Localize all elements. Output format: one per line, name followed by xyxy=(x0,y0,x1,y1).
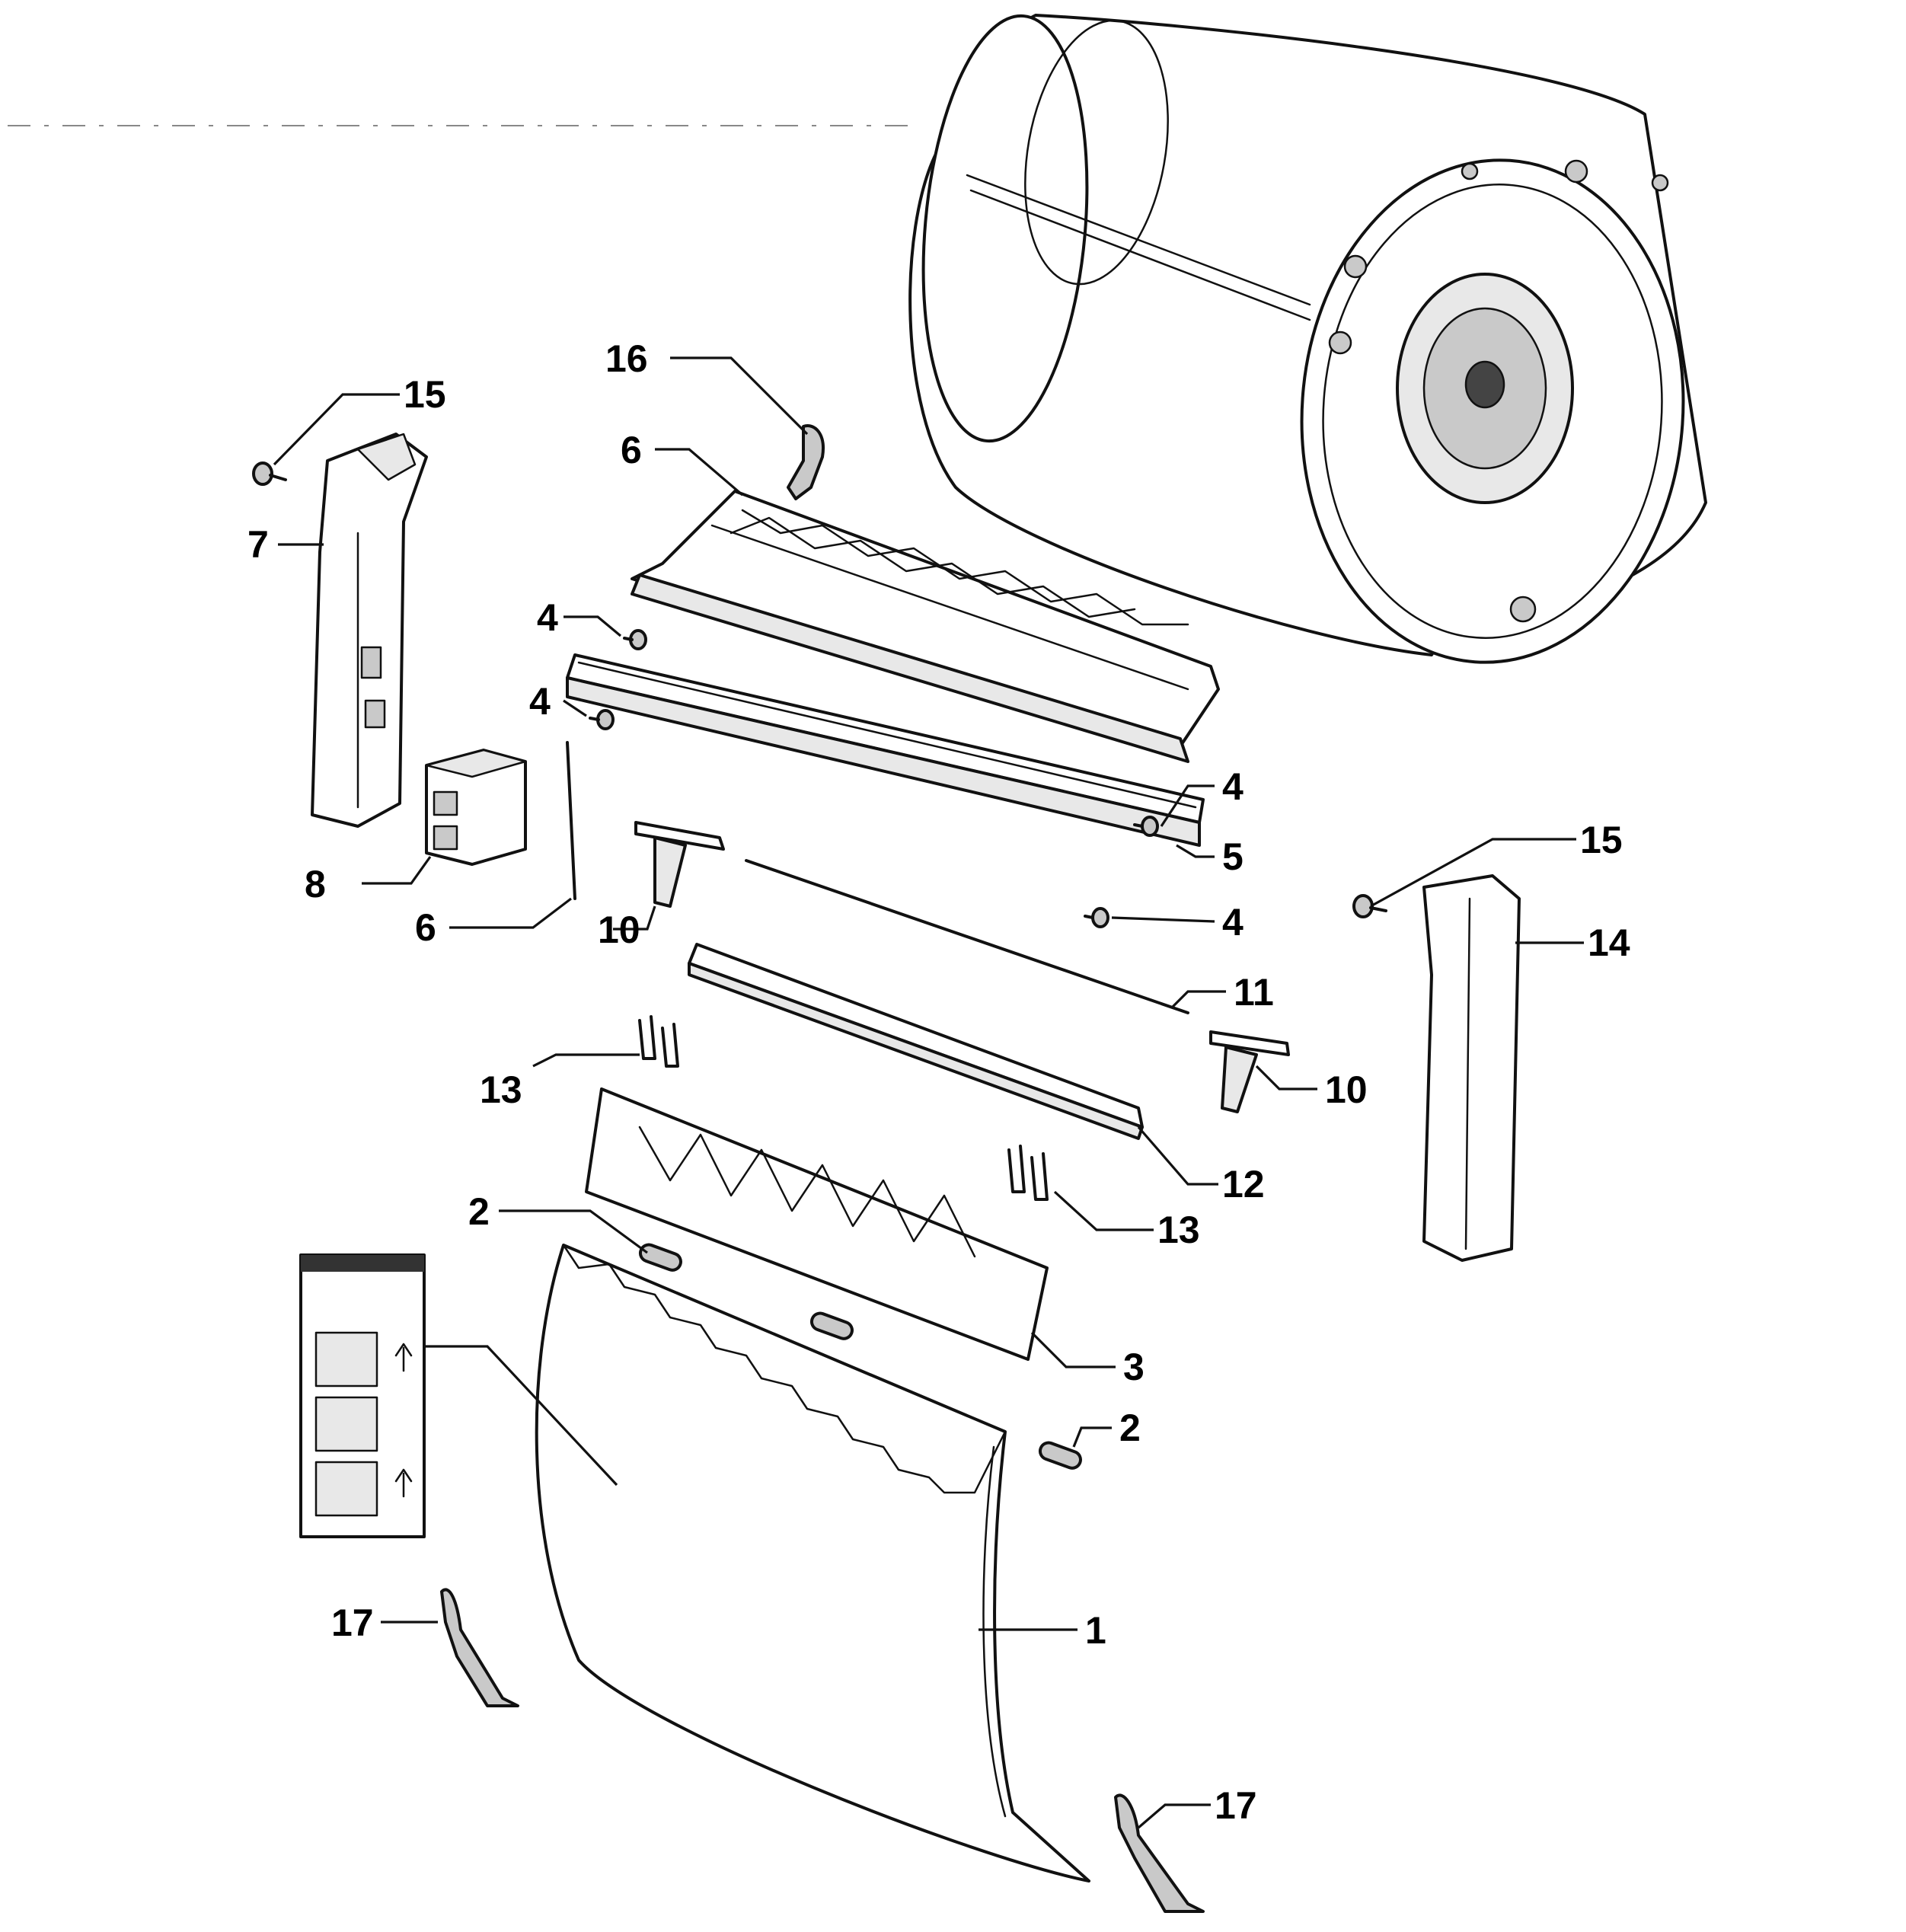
callout-2-upper: 2 xyxy=(468,1190,490,1233)
part-11-rod xyxy=(745,859,1189,1014)
part-2-pin-c xyxy=(1038,1441,1082,1470)
part-15-screw-right xyxy=(1352,894,1387,918)
part-6-rod xyxy=(566,741,576,900)
instruction-label-card xyxy=(299,1253,426,1538)
callout-6-lower: 6 xyxy=(415,906,436,949)
part-13-clip-right xyxy=(1007,1145,1049,1201)
callout-12: 12 xyxy=(1222,1163,1265,1206)
callout-4-upper-a: 4 xyxy=(537,596,558,639)
part-17-foot-right xyxy=(1114,1793,1205,1913)
part-3-filter-frame xyxy=(585,1087,1049,1361)
callout-labels: 15 7 16 6 4 4 4 5 4 8 6 10 15 14 11 10 1… xyxy=(247,337,1630,1827)
part-2-pin-b xyxy=(809,1311,854,1340)
callout-4-lower-a: 4 xyxy=(1222,765,1244,808)
part-12-bar xyxy=(688,943,1144,1140)
drum-assembly xyxy=(908,14,1707,664)
part-7-left-housing xyxy=(311,433,428,828)
callout-13-left: 13 xyxy=(480,1068,522,1111)
leader-lines xyxy=(273,356,1584,1829)
callout-10-left: 10 xyxy=(598,909,640,951)
callout-1: 1 xyxy=(1085,1609,1106,1652)
callout-16: 16 xyxy=(605,337,648,380)
part-13-clip-left xyxy=(638,1015,679,1068)
callout-4-lower-b: 4 xyxy=(1222,901,1244,944)
part-2-pin-a xyxy=(638,1243,682,1272)
part-17-foot-left xyxy=(440,1588,519,1707)
callout-8: 8 xyxy=(305,863,326,905)
callout-15-left: 15 xyxy=(404,373,446,416)
part-10-hinge-left xyxy=(634,821,725,908)
callout-5: 5 xyxy=(1222,835,1244,878)
part-16-bracket xyxy=(787,424,825,500)
callout-13-right: 13 xyxy=(1157,1209,1200,1251)
part-4-screw-c xyxy=(1133,816,1159,837)
callout-17-right: 17 xyxy=(1215,1784,1257,1827)
part-8-switch-block xyxy=(425,749,527,866)
callout-6-upper: 6 xyxy=(621,429,642,471)
callout-2-lower: 2 xyxy=(1119,1407,1141,1449)
part-1-panel xyxy=(535,1244,1090,1883)
part-6-filter-housing xyxy=(631,490,1220,763)
callout-15-right: 15 xyxy=(1580,819,1623,861)
callout-4-upper-b: 4 xyxy=(529,680,551,723)
callout-7: 7 xyxy=(247,523,269,566)
callout-10-right: 10 xyxy=(1325,1068,1368,1111)
part-14-right-housing xyxy=(1422,874,1521,1262)
callout-14: 14 xyxy=(1588,921,1630,964)
part-10-hinge-right xyxy=(1209,1030,1290,1113)
callout-11: 11 xyxy=(1234,971,1274,1014)
part-4-screw-b xyxy=(589,709,615,730)
part-15-screw-left xyxy=(252,461,287,486)
callout-17-left: 17 xyxy=(331,1601,374,1644)
part-4-screw-a xyxy=(623,629,647,650)
part-5-rail xyxy=(566,653,1205,847)
part-4-screw-d xyxy=(1084,907,1109,928)
callout-3: 3 xyxy=(1123,1346,1145,1388)
